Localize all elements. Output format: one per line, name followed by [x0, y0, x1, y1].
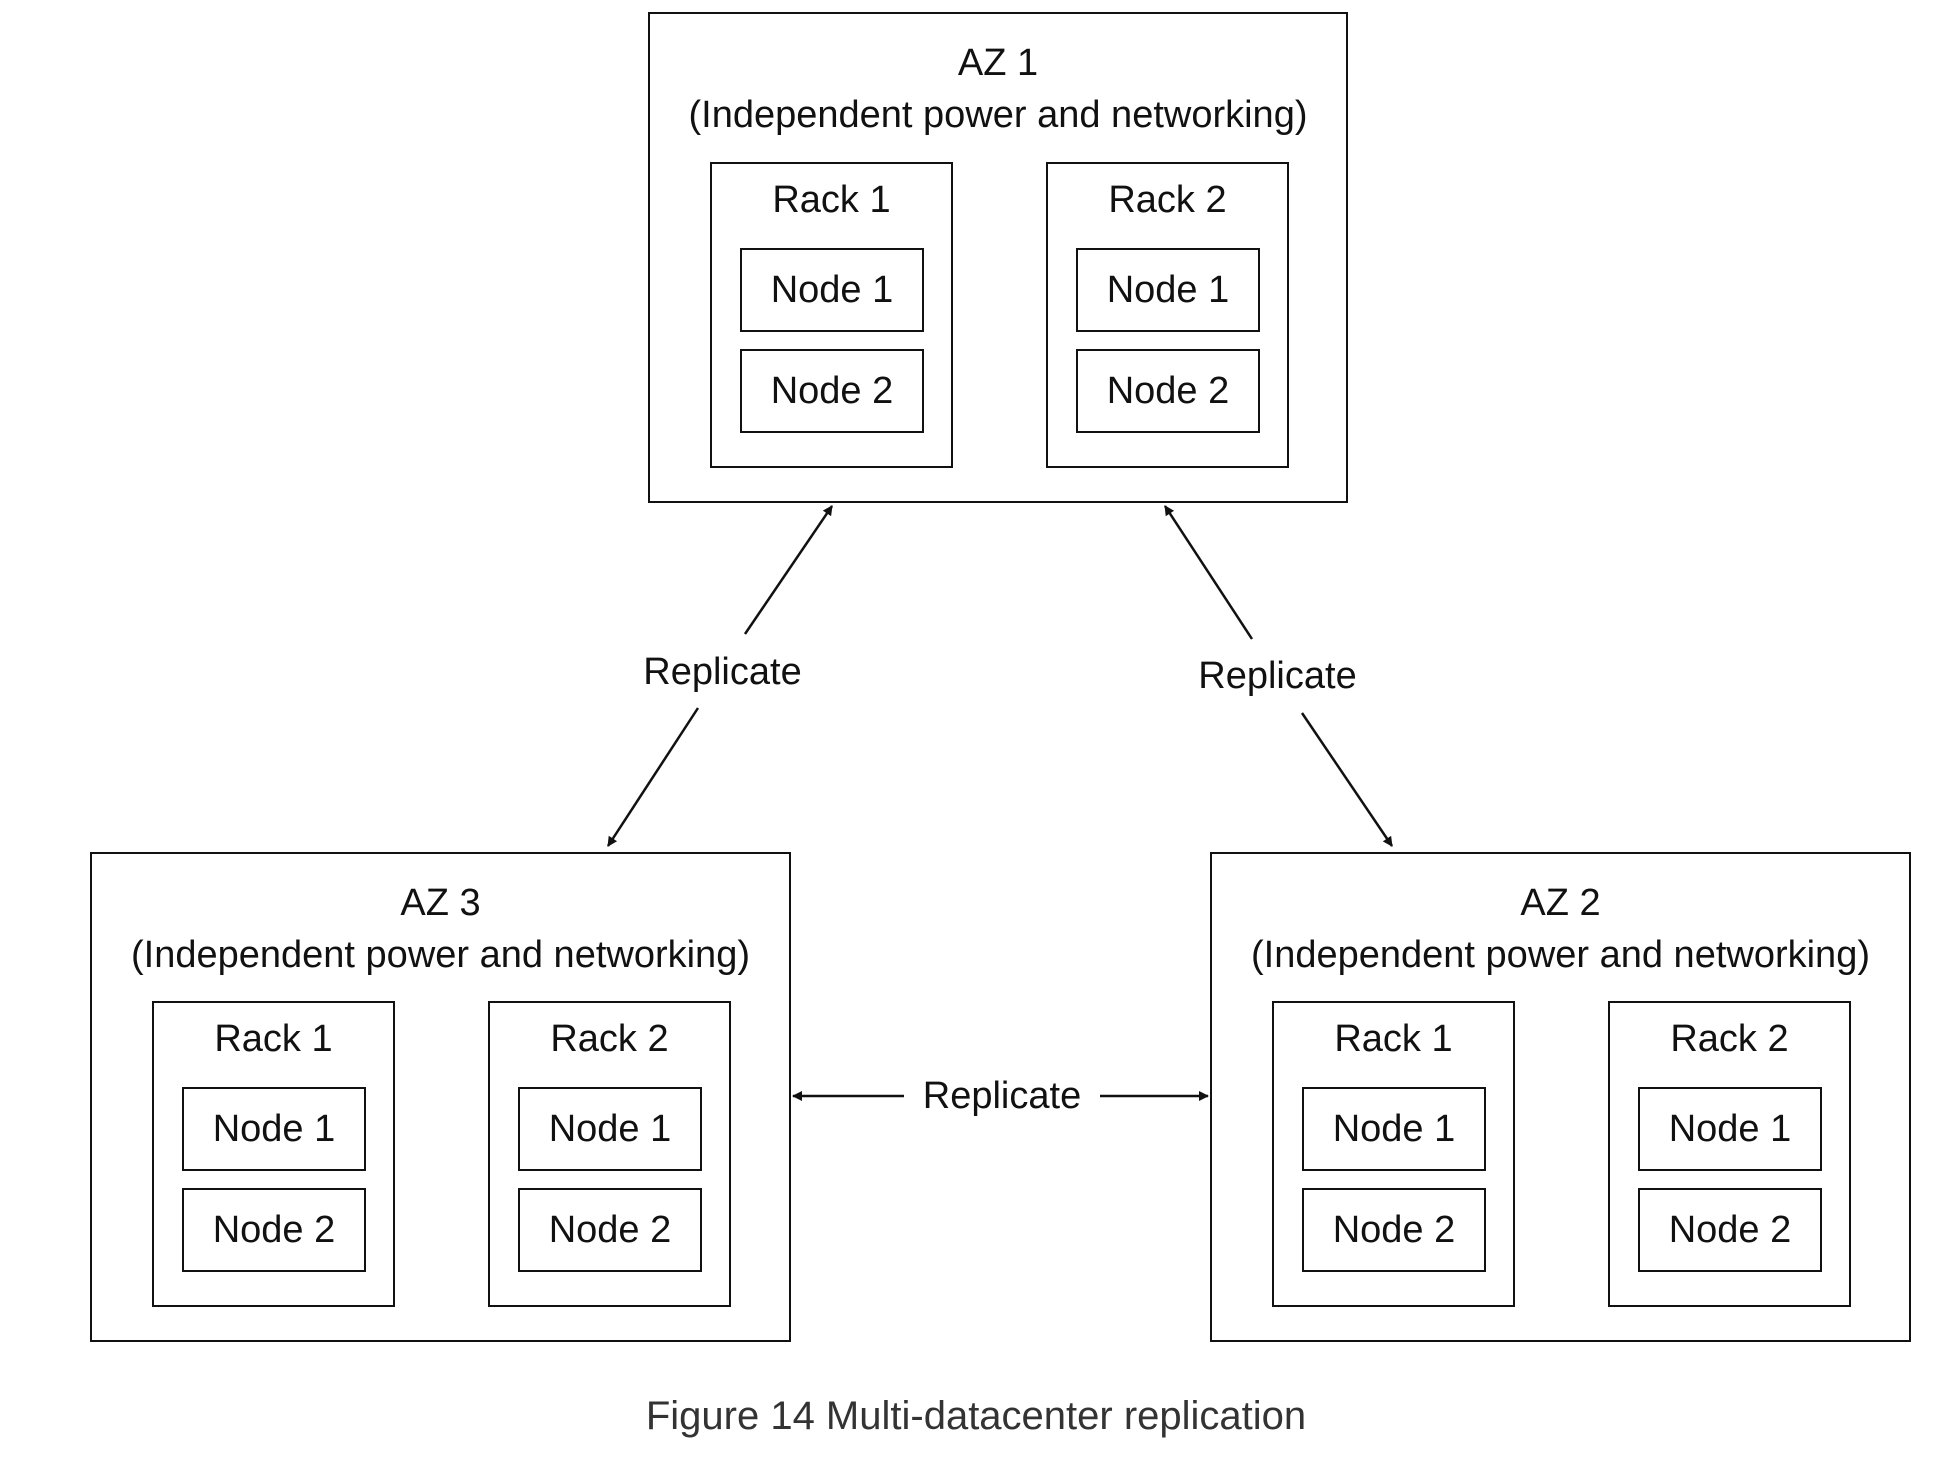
- az2-rack-1-node-1: Node 1: [1302, 1087, 1486, 1171]
- az1-rack-1-title: Rack 1: [772, 179, 891, 221]
- az3-rack-1-node-2: Node 2: [182, 1188, 366, 1272]
- az3-box: AZ 3 (Independent power and networking) …: [90, 852, 791, 1342]
- arrow-az1-az2-lower: [1300, 712, 1394, 847]
- az3-rack-2-node-2: Node 2: [518, 1188, 702, 1272]
- az3-rack-2-title: Rack 2: [550, 1018, 669, 1060]
- az3-title: AZ 3: [400, 882, 481, 924]
- az2-rack-2-node-1: Node 1: [1638, 1087, 1822, 1171]
- az1-rack-2-title: Rack 2: [1108, 179, 1227, 221]
- az1-rack-1-node-2: Node 2: [740, 349, 924, 433]
- az1-rack-1-node-1: Node 1: [740, 248, 924, 332]
- az1-rack-1: Rack 1 Node 1 Node 2: [710, 162, 953, 468]
- az3-rack-1-title: Rack 1: [214, 1018, 333, 1060]
- az1-rack-2-node-2: Node 2: [1076, 349, 1260, 433]
- arrow-az1-az3-upper: [743, 505, 834, 635]
- az2-subtitle: (Independent power and networking): [1251, 934, 1870, 976]
- replicate-label-az3-az2: Replicate: [908, 1073, 1096, 1119]
- az1-rack-2: Rack 2 Node 1 Node 2: [1046, 162, 1289, 468]
- az1-rack-2-node-1: Node 1: [1076, 248, 1260, 332]
- az3-rack-2-node-1: Node 1: [518, 1087, 702, 1171]
- az2-rack-2: Rack 2 Node 1 Node 2: [1608, 1001, 1851, 1307]
- az3-rack-1: Rack 1 Node 1 Node 2: [152, 1001, 395, 1307]
- az2-rack-2-title: Rack 2: [1670, 1018, 1789, 1060]
- figure-caption: Figure 14 Multi-datacenter replication: [645, 1394, 1307, 1438]
- az2-rack-2-node-2: Node 2: [1638, 1188, 1822, 1272]
- replicate-label-az1-az2: Replicate: [1185, 653, 1370, 699]
- az1-subtitle: (Independent power and networking): [688, 94, 1308, 136]
- az2-box: AZ 2 (Independent power and networking) …: [1210, 852, 1911, 1342]
- az3-subtitle: (Independent power and networking): [131, 934, 750, 976]
- az2-title: AZ 2: [1520, 882, 1601, 924]
- replicate-label-az1-az3: Replicate: [630, 649, 815, 695]
- az3-rack-2: Rack 2 Node 1 Node 2: [488, 1001, 731, 1307]
- az2-rack-1-title: Rack 1: [1334, 1018, 1453, 1060]
- az2-rack-1: Rack 1 Node 1 Node 2: [1272, 1001, 1515, 1307]
- arrow-az1-az3-lower: [606, 707, 700, 847]
- az1-title: AZ 1: [957, 42, 1039, 84]
- az1-box: AZ 1 (Independent power and networking) …: [648, 12, 1348, 503]
- arrow-az1-az2-upper: [1163, 505, 1254, 640]
- az2-rack-1-node-2: Node 2: [1302, 1188, 1486, 1272]
- az3-rack-1-node-1: Node 1: [182, 1087, 366, 1171]
